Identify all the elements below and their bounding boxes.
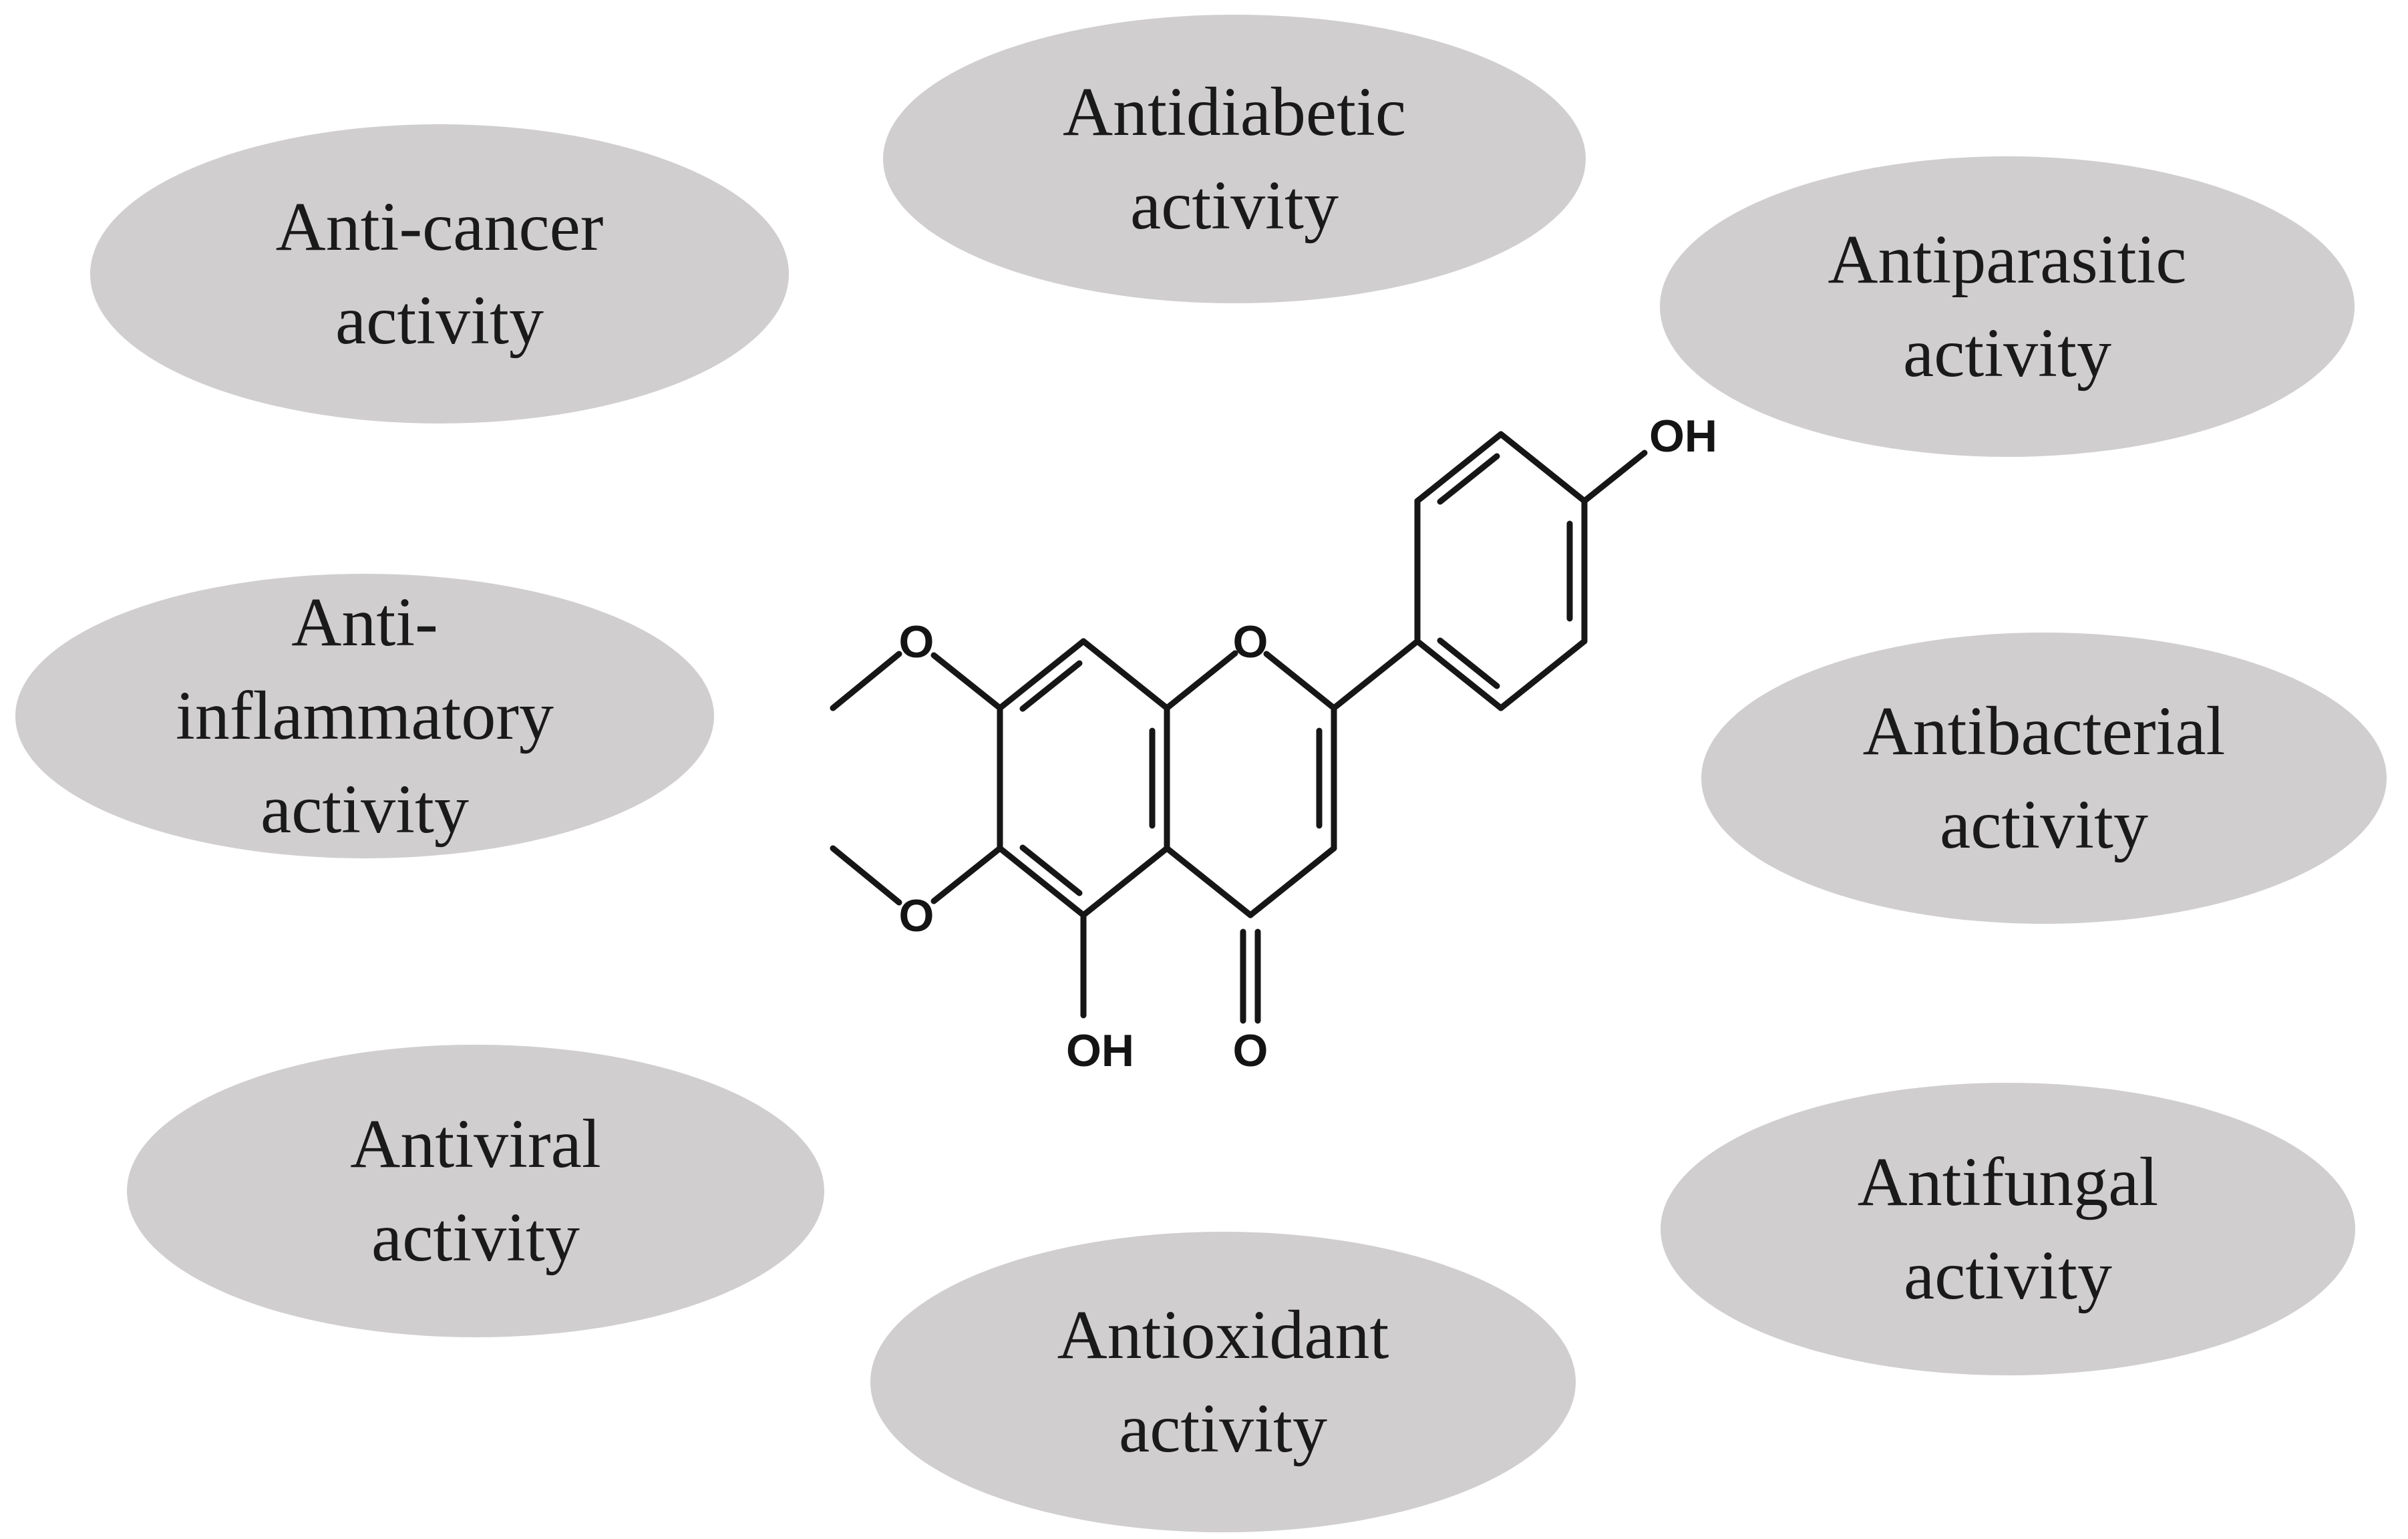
activity-label-line: activity (1940, 786, 2148, 863)
activity-ellipse-antiparasitic: Antiparasitic activity (1660, 156, 2355, 457)
activity-ellipse-antidiabetic: Antidiabetic activity (883, 15, 1586, 303)
bond-line (1080, 638, 1170, 711)
bond-line (1164, 845, 1254, 918)
activity-label-line: activity (1904, 1237, 2112, 1314)
activity-label-line: Antibacterial (1862, 693, 2226, 770)
activity-ellipse-antiviral: Antiviral activity (127, 1045, 824, 1337)
bond-line (830, 651, 902, 711)
activity-label-line: activity (371, 1199, 580, 1276)
activity-ellipse-antioxidant: Antioxidant activity (870, 1232, 1576, 1532)
activity-label-line: inflammatory (175, 677, 554, 754)
activity-label-line: Antioxidant (1057, 1297, 1389, 1373)
activity-label-line: Anti-cancer (275, 188, 604, 265)
activity-ellipse-antifungal: Antifungal activity (1661, 1083, 2355, 1375)
bond-line (1581, 450, 1648, 504)
bond-line (1437, 637, 1500, 689)
atom-label-O: O (899, 617, 934, 667)
bond-line (1247, 845, 1337, 918)
activity-label-line: activity (335, 282, 544, 359)
activity-label-line: activity (261, 771, 469, 848)
activity-ellipse-antibacterial: Antibacterial activity (1701, 633, 2387, 924)
bond-line (1263, 651, 1337, 711)
activity-ellipse-anti-cancer: Anti-cancer activity (90, 124, 789, 423)
activity-ellipse-anti-inflammatory: Anti-inflammatory activity (15, 574, 714, 858)
bond-line (1498, 638, 1588, 711)
atom-label-O: O (899, 890, 934, 941)
bond-line (997, 638, 1087, 711)
bond-line (997, 845, 1087, 918)
activity-label-line: activity (1119, 1390, 1327, 1467)
bond-line (930, 845, 1003, 904)
atom-label-O: O (1233, 1025, 1268, 1076)
activity-label-line: activity (1903, 315, 2111, 391)
bond-line (930, 652, 1003, 711)
bond-line (1080, 845, 1170, 918)
bond-line (1414, 431, 1504, 504)
atom-label-OH: OH (1649, 411, 1717, 462)
bond-line (1414, 638, 1504, 711)
activity-label-line: activity (1130, 167, 1339, 244)
bond-line (1498, 431, 1588, 504)
activity-label-line: Anti- (291, 584, 438, 661)
bond-line (1164, 650, 1238, 711)
activity-label-line: Antidiabetic (1062, 73, 1407, 150)
bond-line (1437, 453, 1500, 505)
bond-line (1331, 638, 1421, 711)
atom-label-O: O (1233, 617, 1268, 667)
bond-line (830, 845, 902, 906)
activity-label-line: Antifungal (1857, 1144, 2159, 1220)
bond-line (1019, 844, 1083, 896)
activity-label-line: Antiparasitic (1828, 221, 2187, 298)
activity-label-line: Antiviral (350, 1105, 601, 1182)
bond-line (1019, 660, 1083, 712)
atom-label-OH: OH (1066, 1025, 1134, 1076)
